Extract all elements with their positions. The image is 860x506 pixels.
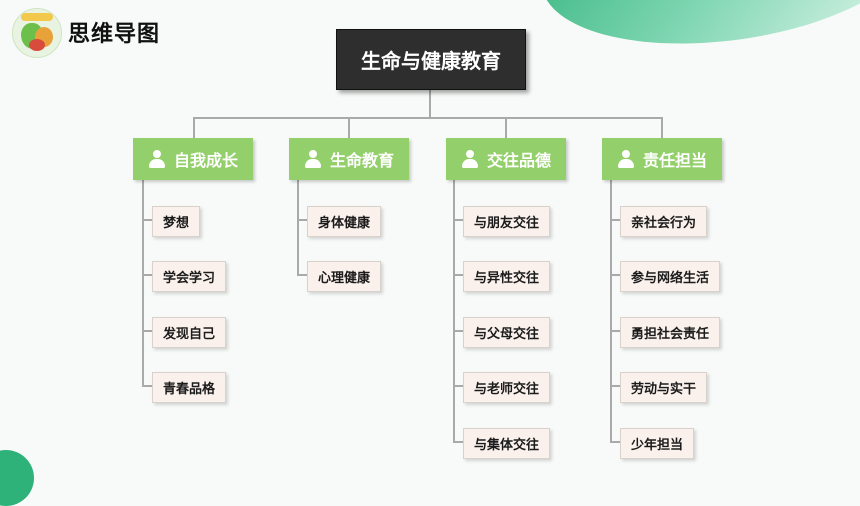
decorative-wave-top-right (530, 0, 860, 66)
leaf-tick (610, 441, 620, 443)
branch-label: 生命教育 (329, 151, 394, 170)
branch-drop (661, 117, 663, 138)
leaf-node: 与父母交往 (463, 317, 551, 348)
leaf-tick (142, 330, 152, 332)
person-icon (304, 150, 322, 168)
branch-node-life-education: 生命教育 (289, 138, 409, 180)
branch-node-self-growth: 自我成长 (133, 138, 253, 180)
leaf-node: 发现自己 (152, 317, 227, 348)
root-node: 生命与健康教育 (336, 29, 526, 90)
leaf-node: 学会学习 (152, 261, 227, 292)
leaf-node: 梦想 (152, 206, 201, 237)
branch-label: 交往品德 (486, 151, 551, 170)
leaf-node: 勇担社会责任 (620, 317, 721, 348)
healthy-food-logo (12, 8, 62, 58)
leaf-tick (453, 330, 463, 332)
decorative-circle-bottom-left (0, 450, 34, 506)
leaf-tick (142, 274, 152, 276)
branch-drop (193, 117, 195, 138)
leaf-node: 青春品格 (152, 372, 227, 403)
leaf-node: 与朋友交往 (463, 206, 551, 237)
branch-drop (505, 117, 507, 138)
leaf-tick (453, 441, 463, 443)
leaf-tick (610, 274, 620, 276)
branch-label: 自我成长 (173, 151, 238, 170)
leaf-tick (453, 219, 463, 221)
leaf-node: 与老师交往 (463, 372, 551, 403)
leaf-node: 劳动与实干 (620, 372, 708, 403)
leaf-node: 身体健康 (307, 206, 382, 237)
leaf-node: 与异性交往 (463, 261, 551, 292)
page-title: 思维导图 (68, 22, 161, 47)
leaf-spine (297, 180, 299, 275)
leaf-tick (610, 219, 620, 221)
branch-node-responsibility: 责任担当 (602, 138, 722, 180)
leaf-node: 参与网络生活 (620, 261, 721, 292)
leaf-spine (142, 180, 144, 387)
leaf-tick (142, 219, 152, 221)
branch-node-social-virtue: 交往品德 (446, 138, 566, 180)
leaf-tick (610, 330, 620, 332)
leaf-tick (610, 385, 620, 387)
branch-bus (193, 117, 663, 119)
person-icon (617, 150, 635, 168)
leaf-spine (610, 180, 612, 442)
leaf-tick (453, 385, 463, 387)
person-icon (148, 150, 166, 168)
leaf-node: 与集体交往 (463, 428, 551, 459)
branch-drop (348, 117, 350, 138)
leaf-tick (453, 274, 463, 276)
leaf-node: 心理健康 (307, 261, 382, 292)
leaf-tick (142, 385, 152, 387)
leaf-node: 亲社会行为 (620, 206, 708, 237)
leaf-tick (297, 274, 307, 276)
leaf-node: 少年担当 (620, 428, 695, 459)
leaf-tick (297, 219, 307, 221)
root-connector (429, 88, 431, 118)
leaf-spine (453, 180, 455, 442)
person-icon (461, 150, 479, 168)
branch-label: 责任担当 (642, 151, 707, 170)
